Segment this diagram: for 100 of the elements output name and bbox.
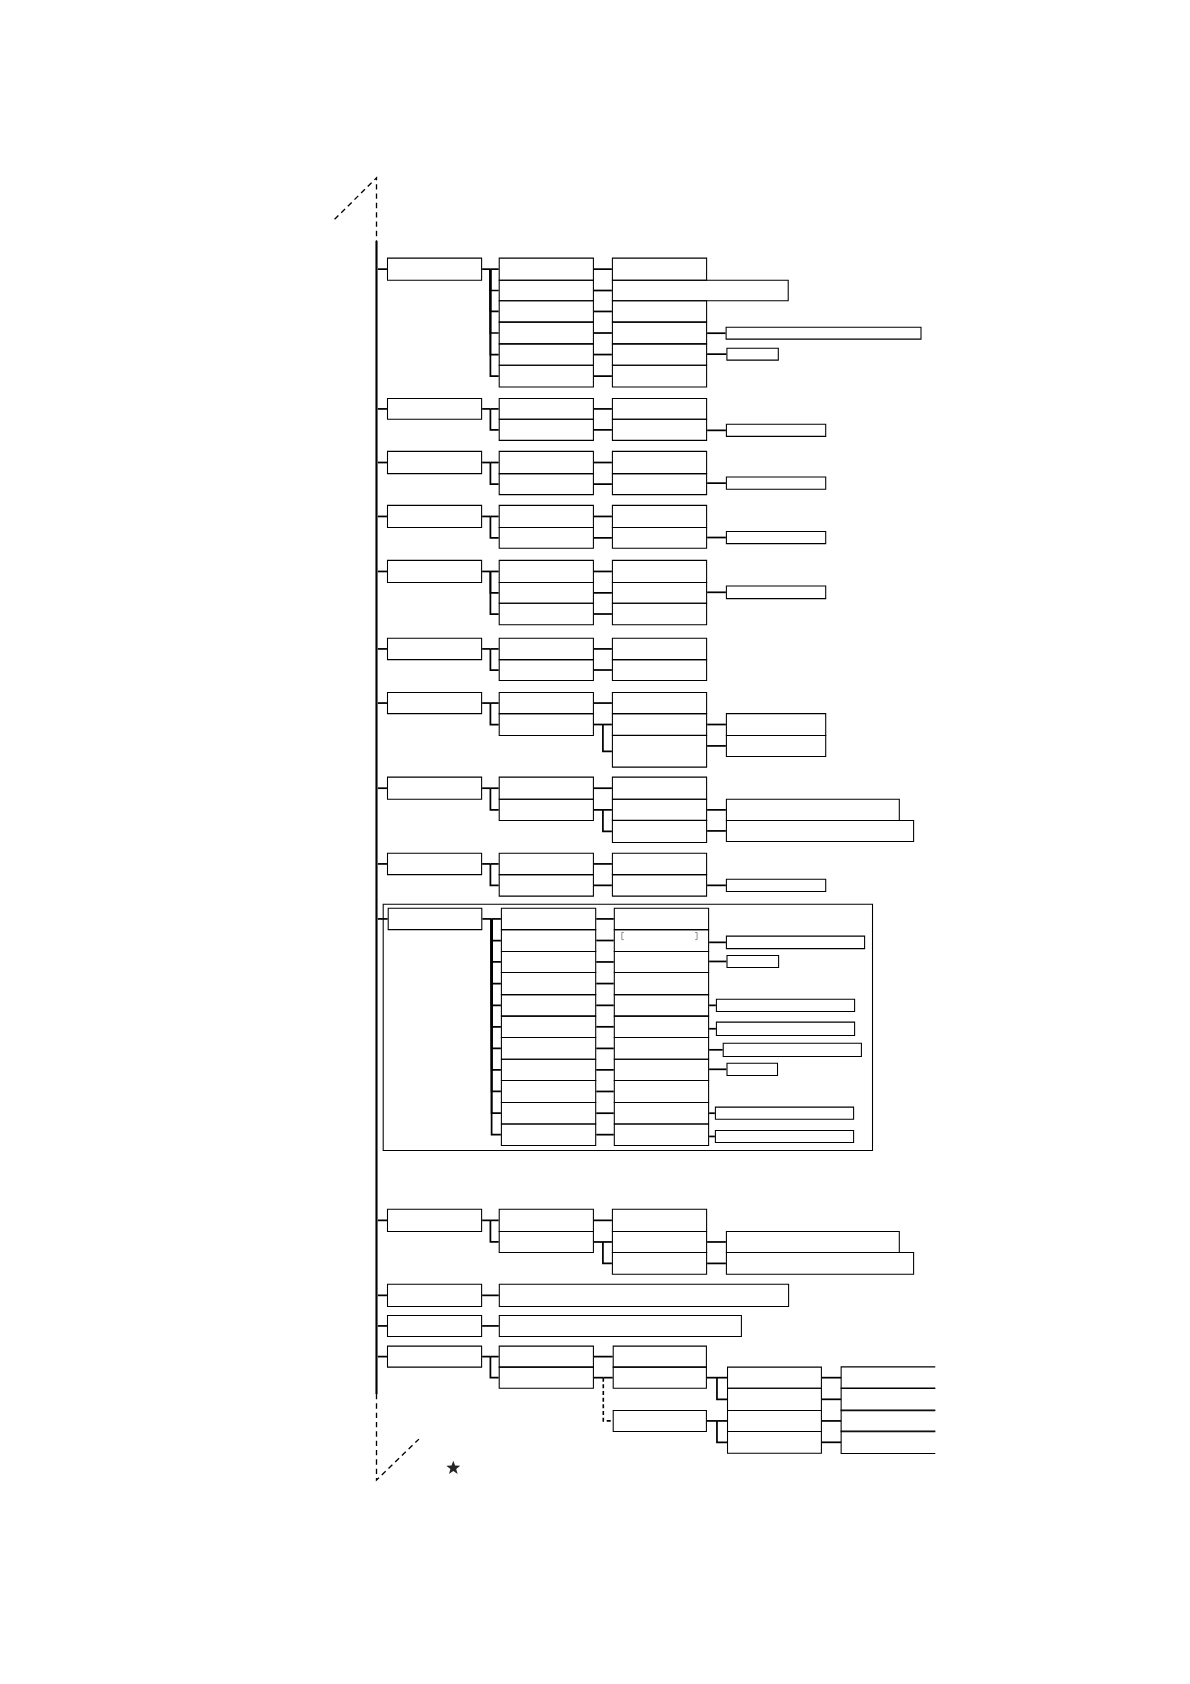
tree-box — [498, 257, 594, 281]
note-box — [725, 1230, 900, 1254]
note-box — [725, 530, 827, 545]
connector — [376, 1355, 388, 1358]
dashed-connector — [602, 1376, 614, 1422]
tree-box — [498, 321, 594, 345]
tree-box — [500, 907, 597, 931]
connector — [376, 863, 388, 865]
tree-box — [611, 798, 708, 821]
tree-box — [726, 1366, 822, 1389]
note-box — [715, 1021, 856, 1036]
note-box — [714, 1129, 855, 1144]
tree-box — [500, 1015, 597, 1039]
connector — [376, 918, 389, 920]
trunk-line — [375, 241, 378, 1394]
connector — [490, 918, 502, 920]
tree-box — [498, 559, 594, 584]
connector — [602, 723, 613, 726]
tree-box — [613, 950, 710, 974]
tree-box — [498, 1314, 742, 1337]
connector — [593, 375, 613, 377]
tree-box — [386, 1345, 483, 1368]
connector — [481, 1219, 492, 1222]
tree-box — [386, 1208, 483, 1232]
tree-box — [498, 798, 594, 821]
tree-box — [498, 874, 594, 897]
leader-line — [706, 809, 727, 811]
tree-box — [613, 1079, 710, 1104]
tree-box — [498, 659, 594, 681]
tree-box — [611, 526, 708, 549]
tree-box — [613, 1015, 710, 1039]
connector — [593, 723, 604, 726]
tree-box — [386, 691, 483, 715]
tree-box — [611, 819, 708, 844]
leader-line — [706, 723, 727, 726]
tree-box — [498, 581, 594, 604]
tree-box — [386, 637, 483, 661]
tree-box — [500, 1058, 597, 1081]
tree-box — [613, 1101, 710, 1125]
connector — [481, 268, 492, 271]
tree-box — [498, 504, 594, 529]
note-box — [714, 1106, 855, 1120]
tree-box — [386, 1283, 483, 1307]
tree-box — [611, 874, 708, 897]
connector — [602, 1241, 613, 1265]
tree-box — [611, 1208, 708, 1232]
connector — [593, 537, 613, 539]
connector — [595, 918, 615, 920]
tree-box — [500, 950, 597, 974]
note-box — [715, 998, 856, 1012]
connector — [489, 1219, 500, 1222]
leader-line — [706, 745, 727, 747]
connector — [489, 268, 500, 271]
connector — [593, 408, 613, 410]
tree-box — [840, 1387, 936, 1412]
note-box — [725, 476, 827, 490]
tree-box — [611, 300, 708, 323]
connector — [706, 1420, 718, 1422]
tree-box — [613, 971, 710, 996]
connector — [593, 310, 613, 313]
leader-line — [708, 1112, 716, 1115]
note-box — [725, 1251, 915, 1275]
leader-line — [706, 332, 727, 335]
tree-box — [500, 1036, 597, 1060]
tree-box — [611, 734, 708, 768]
connector — [376, 1325, 388, 1327]
leader-line — [708, 1048, 724, 1051]
note-box — [725, 935, 866, 950]
tree-box — [613, 929, 710, 952]
tree-box — [498, 1366, 594, 1389]
tree-box — [840, 1409, 936, 1433]
note-box — [726, 954, 780, 969]
connector — [602, 809, 613, 811]
connector — [593, 1219, 613, 1222]
tree-box — [498, 343, 594, 366]
connector — [481, 461, 492, 464]
connector — [489, 461, 500, 464]
connector — [481, 702, 492, 704]
tree-box — [611, 473, 708, 496]
connector — [595, 1025, 615, 1028]
connector — [376, 268, 388, 271]
note-box — [722, 1042, 862, 1057]
tree-box — [611, 397, 708, 420]
connector — [489, 863, 500, 865]
connector — [489, 787, 500, 811]
connector — [593, 268, 613, 271]
group-frame — [382, 903, 874, 1151]
connector — [481, 918, 493, 920]
connector — [593, 592, 613, 594]
connector — [821, 1420, 842, 1422]
connector — [593, 669, 613, 671]
tree-box — [611, 1251, 708, 1275]
connector — [489, 515, 500, 518]
tree-box — [611, 279, 789, 302]
connector — [595, 961, 615, 963]
connector — [595, 1090, 615, 1093]
connector — [593, 702, 613, 704]
tree-box — [613, 994, 710, 1017]
connector — [602, 723, 613, 753]
connector — [489, 1355, 500, 1379]
